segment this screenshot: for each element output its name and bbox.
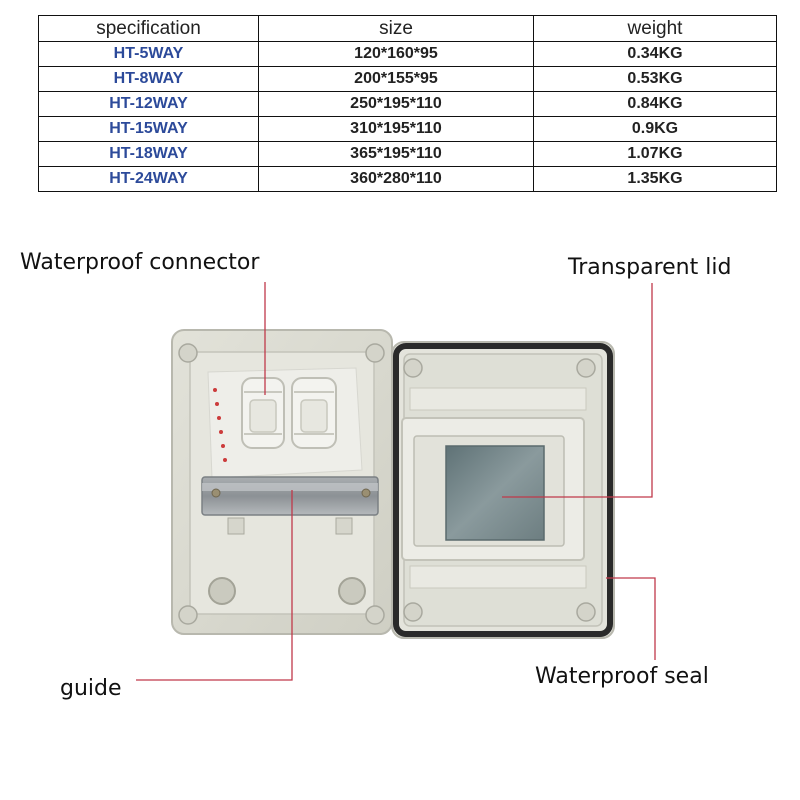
model-cell: HT-24WAY — [38, 166, 259, 192]
corner-posts — [178, 343, 385, 625]
size-cell: 360*280*110 — [258, 166, 534, 192]
cable-gland-icon — [241, 377, 285, 449]
table-header-row: specification size weight — [38, 15, 777, 42]
table-row: HT-8WAY 200*155*95 0.53KG — [38, 66, 777, 92]
cable-gland-icon — [291, 377, 337, 449]
label-guide: guide — [60, 676, 122, 701]
transparent-window — [445, 445, 545, 541]
enclosure-lid — [391, 341, 615, 639]
label-waterproof-connector: Waterproof connector — [20, 250, 260, 275]
weight-cell: 0.34KG — [533, 41, 777, 67]
leader-seal — [606, 577, 656, 660]
corner-posts — [403, 358, 596, 622]
weight-cell: 0.53KG — [533, 66, 777, 92]
weight-cell: 0.84KG — [533, 91, 777, 117]
red-dots — [213, 388, 227, 462]
weight-cell: 1.35KG — [533, 166, 777, 192]
size-cell: 250*195*110 — [258, 91, 534, 117]
specification-table: specification size weight HT-5WAY 120*16… — [38, 15, 777, 192]
model-cell: HT-18WAY — [38, 141, 259, 167]
leader-lines — [136, 282, 656, 681]
model-cell: HT-15WAY — [38, 116, 259, 142]
table-row: HT-18WAY 365*195*110 1.07KG — [38, 141, 777, 167]
size-cell: 120*160*95 — [258, 41, 534, 67]
size-cell: 365*195*110 — [258, 141, 534, 167]
header-size: size — [258, 15, 534, 42]
leader-lid — [502, 283, 653, 498]
knockout-holes — [208, 577, 366, 605]
label-waterproof-seal: Waterproof seal — [535, 664, 709, 689]
size-cell: 200*155*95 — [258, 66, 534, 92]
enclosure-base — [171, 329, 393, 635]
model-cell: HT-12WAY — [38, 91, 259, 117]
din-rail-icon — [201, 476, 379, 535]
model-cell: HT-5WAY — [38, 41, 259, 67]
table-row: HT-15WAY 310*195*110 0.9KG — [38, 116, 777, 142]
leader-guide — [136, 490, 293, 681]
weight-cell: 0.9KG — [533, 116, 777, 142]
header-specification: specification — [38, 15, 259, 42]
table-row: HT-5WAY 120*160*95 0.34KG — [38, 41, 777, 67]
size-cell: 310*195*110 — [258, 116, 534, 142]
table-row: HT-12WAY 250*195*110 0.84KG — [38, 91, 777, 117]
model-cell: HT-8WAY — [38, 66, 259, 92]
label-transparent-lid: Transparent lid — [568, 255, 732, 280]
table-row: HT-24WAY 360*280*110 1.35KG — [38, 166, 777, 192]
